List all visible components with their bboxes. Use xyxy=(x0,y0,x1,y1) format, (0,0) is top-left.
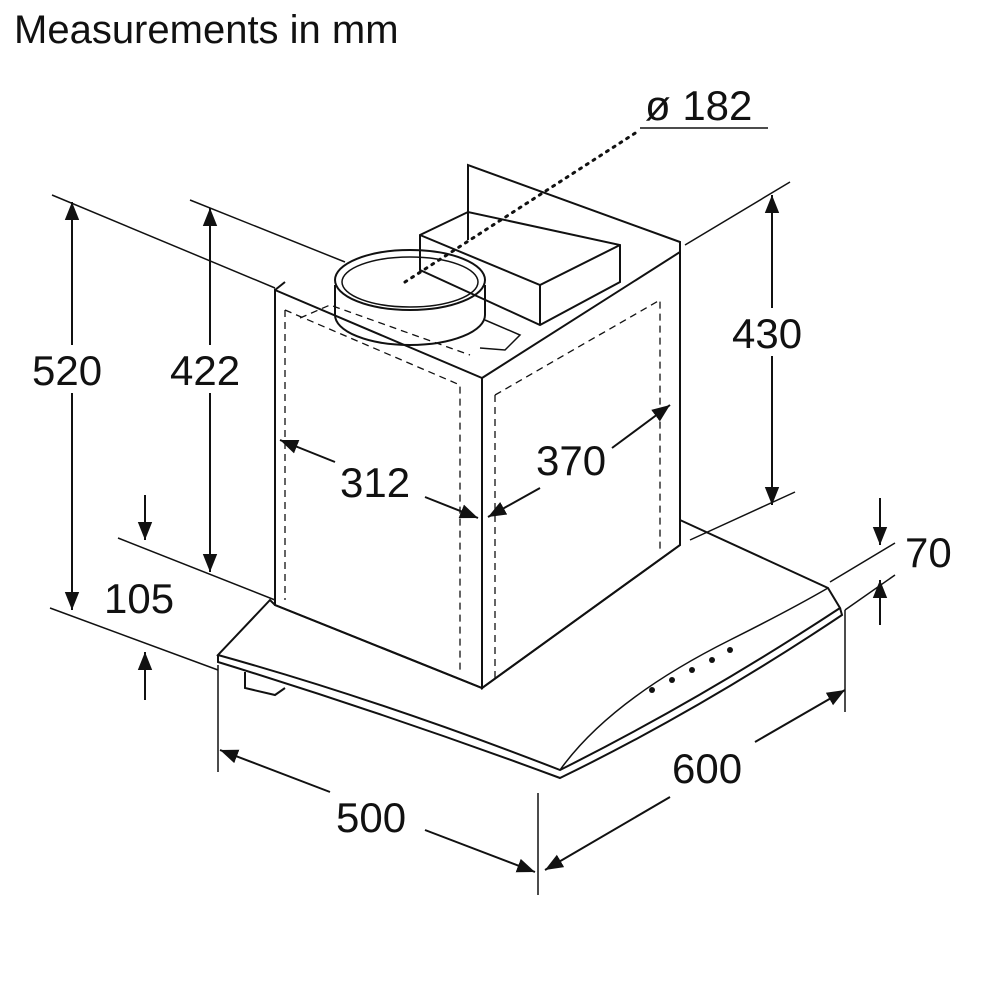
dimension-70: 70 xyxy=(872,498,952,625)
duct-diameter-dimension: ø 182 xyxy=(403,82,768,284)
diagram-title: Measurements in mm xyxy=(14,8,399,52)
svg-text:422: 422 xyxy=(170,347,240,394)
svg-text:500: 500 xyxy=(336,794,406,841)
svg-text:70: 70 xyxy=(905,529,952,576)
svg-text:105: 105 xyxy=(104,575,174,622)
dimension-105: 105 xyxy=(104,495,174,700)
duct-connector xyxy=(334,249,522,351)
svg-text:600: 600 xyxy=(672,745,742,792)
dimension-312: 312 xyxy=(279,439,479,519)
svg-text:430: 430 xyxy=(732,310,802,357)
extension-lines xyxy=(49,181,896,895)
dimension-430: 430 xyxy=(728,195,818,505)
control-buttons[interactable] xyxy=(649,647,733,693)
svg-text:312: 312 xyxy=(340,459,410,506)
svg-text:520: 520 xyxy=(32,347,102,394)
motor-box xyxy=(419,210,621,327)
glass-canopy xyxy=(216,518,844,780)
dimension-600: 600 xyxy=(544,689,846,871)
duct-diameter-label: ø 182 xyxy=(645,82,752,129)
dimension-500: 500 xyxy=(219,749,536,873)
svg-text:370: 370 xyxy=(536,437,606,484)
dimension-422: 422 xyxy=(165,208,255,572)
dimension-520: 520 xyxy=(28,202,118,610)
dimension-370: 370 xyxy=(487,404,671,518)
